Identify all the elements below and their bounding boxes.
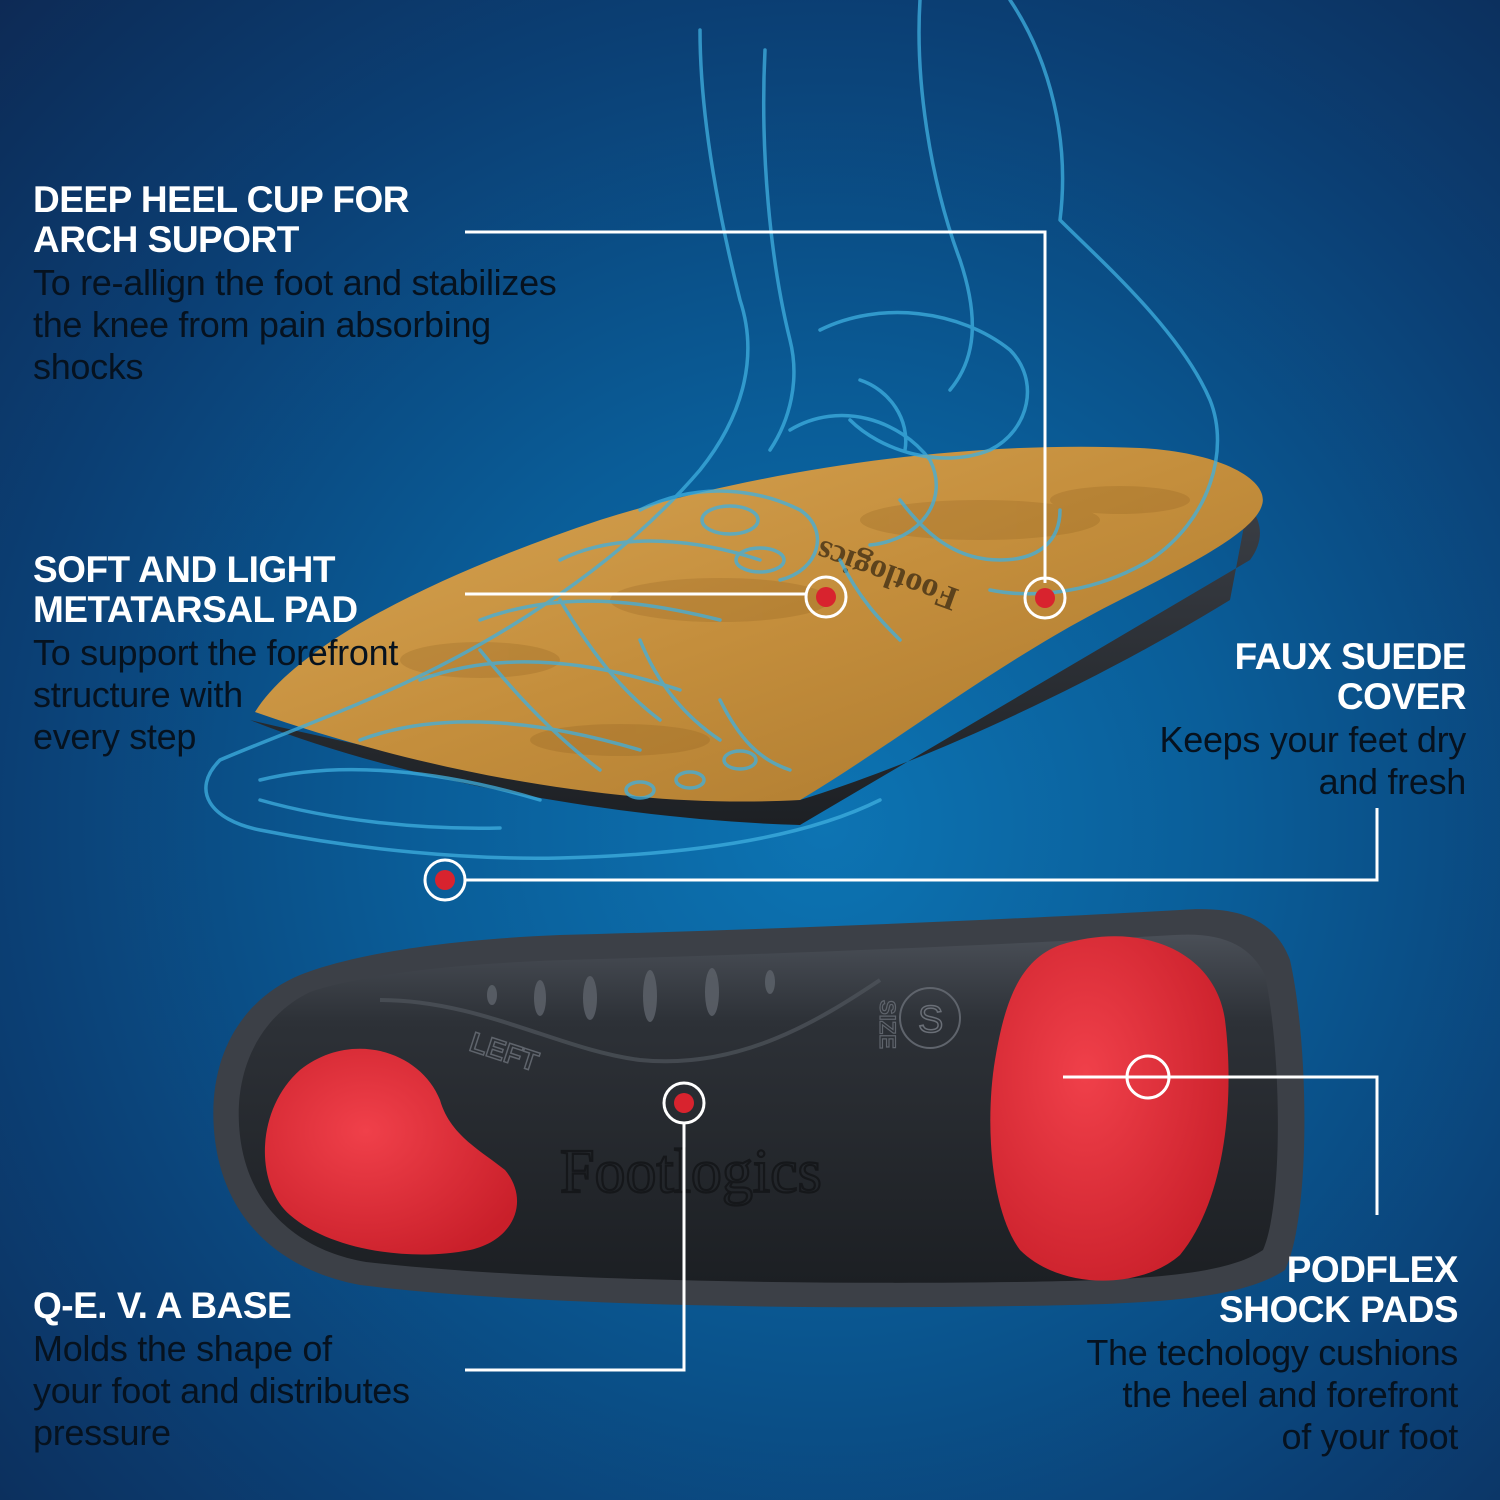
title-line: COVER (1336, 676, 1467, 717)
callout-shock-pads-body: The techology cushions the heel and fore… (988, 1332, 1458, 1458)
body-line: your foot and distributes (33, 1370, 410, 1411)
arch-ridge (379, 978, 882, 1064)
callout-heel-cup-title: DEEP HEEL CUP FOR ARCH SUPORT (33, 180, 673, 260)
callout-suede: FAUX SUEDE COVER Keeps your feet dry and… (1026, 636, 1467, 803)
heel-cup-leader (465, 230, 1047, 583)
body-line: the heel and forefront (1122, 1374, 1458, 1415)
body-line: every step (33, 716, 197, 757)
base-size-value: S (918, 999, 943, 1041)
base-size-ring (899, 987, 961, 1049)
marker-metatarsal (804, 575, 848, 619)
body-line: To support the forefront (33, 632, 399, 673)
suede-leader (465, 808, 1379, 882)
forefoot-shock-pad (264, 1048, 518, 1255)
callout-heel-cup: DEEP HEEL CUP FOR ARCH SUPORT To re-alli… (33, 180, 673, 388)
body-line: of your foot (1281, 1416, 1458, 1457)
body-line: pressure (33, 1412, 171, 1453)
callout-shock-pads: PODFLEX SHOCK PADS The techology cushion… (988, 1250, 1458, 1458)
callout-metatarsal-title: SOFT AND LIGHT METATARSAL PAD (33, 550, 493, 630)
marker-heel-cup (1023, 576, 1067, 620)
marker-pads (1125, 1054, 1171, 1100)
title-line: SHOCK PADS (1219, 1289, 1458, 1330)
insole-suede-top (255, 446, 1263, 802)
marker-suede (423, 858, 467, 902)
foot-bone-outline (204, 0, 1220, 860)
body-line: and fresh (1318, 761, 1467, 802)
body-line: structure with (33, 674, 243, 715)
body-line: Molds the shape of (33, 1328, 332, 1369)
callout-suede-body: Keeps your feet dry and fresh (1026, 719, 1467, 803)
marker-base (662, 1081, 706, 1125)
callout-metatarsal-body: To support the forefront structure with … (33, 632, 493, 758)
title-line: Q-E. V. A BASE (33, 1285, 292, 1326)
suede-texture (400, 486, 1190, 756)
title-line: FAUX SUEDE (1234, 636, 1467, 677)
base-size-label: SIZE (875, 1000, 900, 1049)
callout-metatarsal: SOFT AND LIGHT METATARSAL PAD To support… (33, 550, 493, 758)
callout-suede-title: FAUX SUEDE COVER (1026, 636, 1467, 717)
callout-shock-pads-title: PODFLEX SHOCK PADS (988, 1250, 1458, 1330)
title-line: METATARSAL PAD (33, 589, 358, 630)
body-line: The techology cushions (1086, 1332, 1458, 1373)
body-line: shocks (33, 346, 144, 387)
base-leader (465, 1122, 686, 1372)
arch-vents (487, 968, 775, 1022)
body-line: Keeps your feet dry (1159, 719, 1467, 760)
heel-shock-pad (990, 936, 1229, 1281)
title-line: SOFT AND LIGHT (33, 549, 336, 590)
title-line: ARCH SUPORT (33, 219, 299, 260)
callout-base: Q-E. V. A BASE Molds the shape of your f… (33, 1286, 503, 1454)
title-line: DEEP HEEL CUP FOR (33, 179, 410, 220)
callout-base-title: Q-E. V. A BASE (33, 1286, 503, 1326)
base-brand-logo: Footlogics (560, 1138, 822, 1206)
callout-heel-cup-body: To re-allign the foot and stabilizes the… (33, 262, 673, 388)
body-line: To re-allign the foot and stabilizes (33, 262, 557, 303)
callout-base-body: Molds the shape of your foot and distrib… (33, 1328, 503, 1454)
title-line: PODFLEX (1286, 1249, 1459, 1290)
body-line: the knee from pain absorbing (33, 304, 491, 345)
